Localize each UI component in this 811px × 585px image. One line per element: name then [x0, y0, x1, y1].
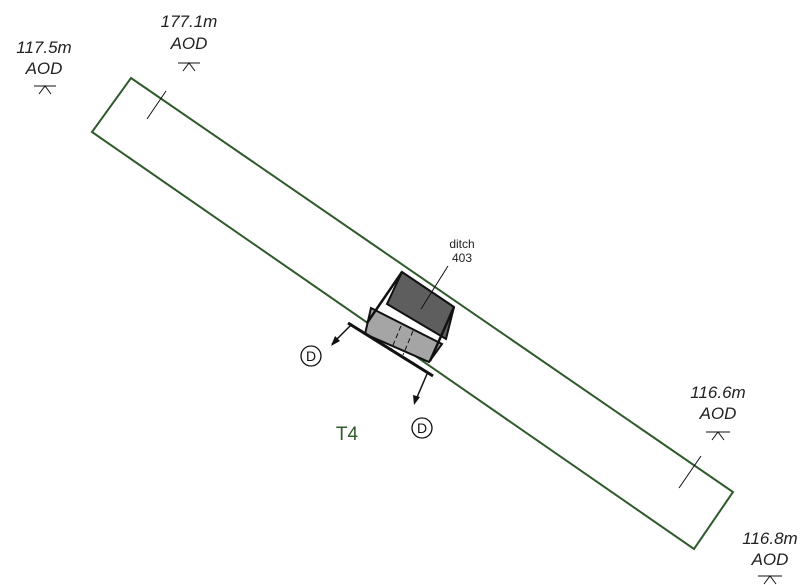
ditch-edge-left	[365, 271, 404, 324]
ditch-edge-right	[428, 306, 456, 362]
level-right-mid-unit: AOD	[699, 404, 737, 423]
level-top-left: 117.5m AOD	[16, 38, 72, 95]
level-tick-right	[678, 455, 702, 489]
level-bottom-right-value: 116.8m	[742, 529, 797, 548]
level-symbol-icon	[758, 575, 782, 585]
level-bottom-right: 116.8m AOD	[742, 529, 798, 585]
level-right-mid-value: 116.6m	[690, 383, 745, 402]
level-top-mid: 177.1m AOD	[161, 12, 218, 72]
level-top-left-value: 117.5m	[16, 38, 71, 57]
level-symbol-icon	[34, 85, 56, 95]
section-marker-2-letter: D	[417, 420, 427, 436]
level-bottom-right-unit: AOD	[751, 550, 789, 569]
ditch-leader	[420, 265, 449, 310]
ditch-number: 403	[452, 251, 472, 265]
level-top-mid-value: 177.1m	[161, 12, 218, 31]
trench-label: T4	[336, 424, 359, 445]
section-marker-1: D	[300, 345, 322, 367]
level-symbol-icon	[706, 431, 730, 441]
section-marker-2: D	[411, 417, 433, 439]
level-symbol-icon	[178, 62, 200, 72]
level-tick-top	[146, 90, 167, 120]
section-arrow-2	[413, 373, 428, 405]
section-line	[347, 321, 434, 378]
ditch-dashed-1	[390, 325, 402, 351]
ditch-label: ditch	[449, 237, 474, 251]
section-arrow-1	[331, 323, 353, 346]
section-marker-1-letter: D	[306, 348, 316, 364]
level-top-left-unit: AOD	[25, 59, 63, 78]
ditch-fill-dark	[385, 270, 456, 341]
level-top-mid-unit: AOD	[170, 34, 208, 53]
level-right-mid: 116.6m AOD	[690, 383, 746, 441]
ditch-fill-light	[363, 306, 444, 364]
ditch-dashed-2	[402, 330, 414, 356]
